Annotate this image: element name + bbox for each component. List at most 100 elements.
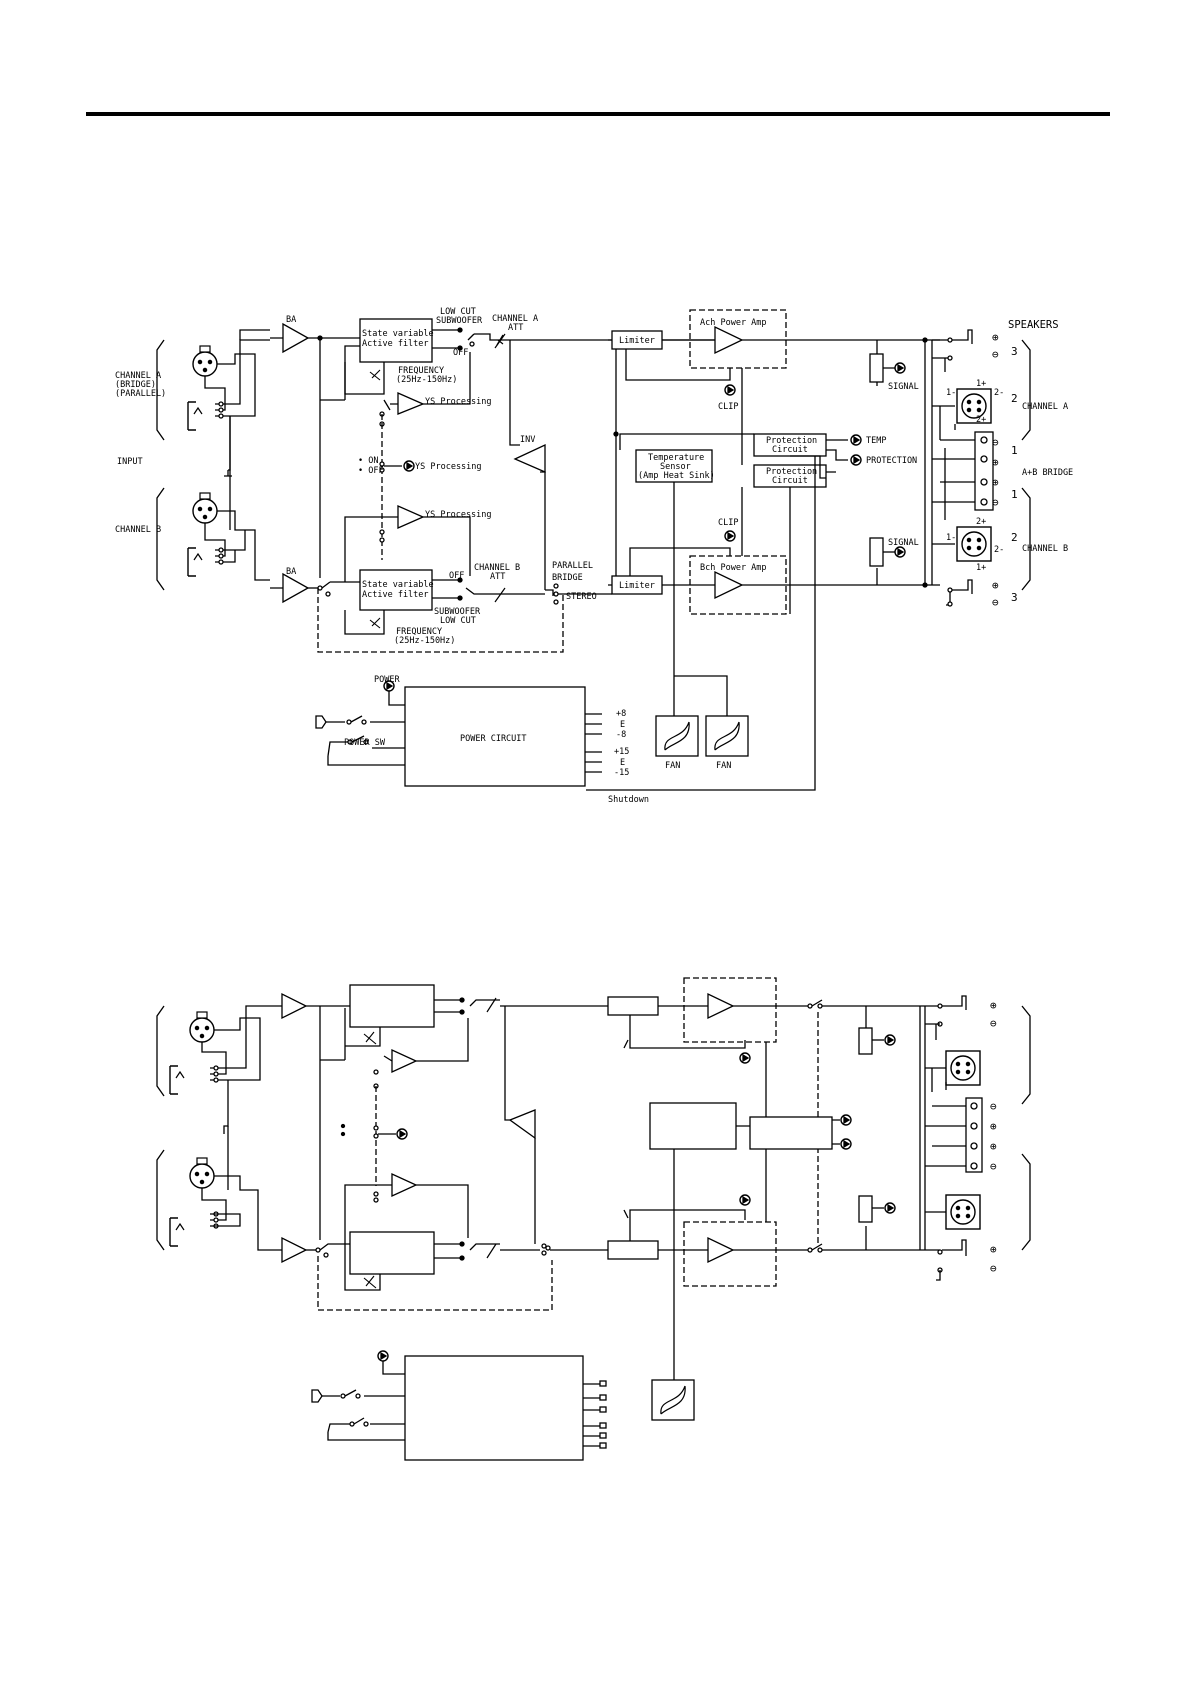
svg-text:⊕: ⊕ (992, 579, 999, 592)
svg-text:FAN: FAN (665, 761, 680, 771)
svg-text:1: 1 (1011, 444, 1018, 457)
svg-text:BRIDGE: BRIDGE (552, 573, 583, 583)
svg-text:ATT: ATT (490, 572, 505, 582)
svg-text:CHANNEL B: CHANNEL B (474, 563, 520, 573)
svg-text:-15: -15 (614, 768, 629, 778)
svg-text:E: E (620, 720, 625, 730)
svg-text:1-: 1- (946, 388, 956, 398)
svg-text:1+: 1+ (976, 563, 986, 573)
diagram-1 (156, 309, 1031, 791)
svg-text:TEMP: TEMP (866, 436, 886, 446)
svg-text:• ON: • ON (358, 456, 378, 466)
svg-text:Ach Power Amp: Ach Power Amp (700, 318, 767, 328)
svg-text:2-: 2- (994, 388, 1004, 398)
svg-text:State variable: State variable (362, 329, 434, 339)
svg-text:⊖: ⊖ (992, 596, 999, 609)
svg-text:POWER SW: POWER SW (344, 738, 386, 748)
svg-text:Active filter: Active filter (362, 339, 429, 349)
svg-text:A+B BRIDGE: A+B BRIDGE (1022, 468, 1073, 478)
diagram-1-labels: CHANNEL A (BRIDGE) (PARALLEL) INPUT CHAN… (115, 307, 1073, 805)
svg-text:CHANNEL A: CHANNEL A (115, 371, 161, 381)
svg-text:SUBWOOFER: SUBWOOFER (436, 316, 483, 326)
svg-text:2: 2 (1011, 531, 1018, 544)
svg-text:(PARALLEL): (PARALLEL) (115, 389, 166, 399)
svg-text:STEREO: STEREO (566, 592, 597, 602)
svg-text:LOW CUT: LOW CUT (440, 616, 476, 626)
svg-text:⊕: ⊕ (990, 1140, 997, 1153)
svg-text:Limiter: Limiter (619, 336, 655, 346)
svg-text:(25Hz-150Hz): (25Hz-150Hz) (394, 636, 455, 646)
svg-text:⊖: ⊖ (990, 1160, 997, 1173)
svg-text:Protection: Protection (766, 436, 817, 446)
svg-text:Circuit: Circuit (772, 476, 808, 486)
svg-text:State variable: State variable (362, 580, 434, 590)
svg-text:⊕: ⊕ (992, 331, 999, 344)
svg-text:Circuit: Circuit (772, 445, 808, 455)
svg-text:1: 1 (1011, 488, 1018, 501)
svg-text:⊕: ⊕ (992, 456, 999, 469)
svg-text:(Amp Heat Sink): (Amp Heat Sink) (638, 471, 715, 481)
svg-text:Bch Power Amp: Bch Power Amp (700, 563, 767, 573)
svg-text:Active filter: Active filter (362, 590, 429, 600)
svg-text:FAN: FAN (716, 761, 731, 771)
svg-text:⊕: ⊕ (990, 999, 997, 1012)
svg-text:-8: -8 (616, 730, 626, 740)
svg-text:Sensor: Sensor (660, 462, 691, 472)
svg-text:PROTECTION: PROTECTION (866, 456, 917, 466)
svg-text:• OFF: • OFF (358, 466, 384, 476)
svg-text:BA: BA (286, 567, 296, 577)
svg-text:INPUT: INPUT (117, 457, 143, 467)
svg-text:OFF: OFF (449, 571, 464, 581)
svg-text:⊖: ⊖ (990, 1262, 997, 1275)
svg-text:3: 3 (1011, 345, 1018, 358)
svg-text:⊖: ⊖ (992, 436, 999, 449)
svg-text:⊖: ⊖ (992, 496, 999, 509)
svg-text:2-: 2- (994, 545, 1004, 555)
svg-text:PARALLEL: PARALLEL (552, 561, 593, 571)
svg-text:⊖: ⊖ (990, 1017, 997, 1030)
svg-text:CLIP: CLIP (718, 402, 738, 412)
svg-text:CHANNEL B: CHANNEL B (1022, 544, 1068, 554)
svg-text:SPEAKERS: SPEAKERS (1008, 319, 1059, 331)
svg-text:1+: 1+ (976, 379, 986, 389)
svg-text:3: 3 (1011, 591, 1018, 604)
svg-text:CHANNEL B: CHANNEL B (115, 525, 161, 535)
diagram-2 (156, 977, 1031, 1461)
svg-text:YS Processing: YS Processing (425, 397, 492, 407)
svg-text:E: E (620, 758, 625, 768)
svg-text:INV: INV (520, 435, 535, 445)
svg-text:YS Processing: YS Processing (415, 462, 482, 472)
svg-text:SIGNAL: SIGNAL (888, 538, 919, 548)
svg-text:POWER: POWER (374, 675, 400, 685)
svg-text:Limiter: Limiter (619, 581, 655, 591)
svg-text:2: 2 (1011, 392, 1018, 405)
svg-text:⊖: ⊖ (990, 1100, 997, 1113)
svg-text:FREQUENCY: FREQUENCY (398, 366, 444, 376)
svg-text:2+: 2+ (976, 517, 986, 527)
svg-text:Temperature: Temperature (648, 453, 704, 463)
svg-text:POWER CIRCUIT: POWER CIRCUIT (460, 734, 527, 744)
svg-text:1-: 1- (946, 533, 956, 543)
svg-text:+8: +8 (616, 709, 626, 719)
svg-text:⊕: ⊕ (992, 476, 999, 489)
svg-text:BA: BA (286, 315, 296, 325)
svg-text:CHANNEL A: CHANNEL A (1022, 402, 1068, 412)
svg-text:OFF: OFF (453, 348, 468, 358)
svg-text:SUBWOOFER: SUBWOOFER (434, 607, 481, 617)
svg-text:FREQUENCY: FREQUENCY (396, 627, 442, 637)
svg-text:2+: 2+ (976, 415, 986, 425)
svg-text:(25Hz-150Hz): (25Hz-150Hz) (396, 375, 457, 385)
diagram-2-marks: ⊕ ⊖ ⊖ ⊕ ⊕ ⊖ ⊕ ⊖ (990, 999, 997, 1275)
svg-text:YS Processing: YS Processing (425, 510, 492, 520)
svg-text:CHANNEL A: CHANNEL A (492, 314, 538, 324)
header-rule (86, 112, 1110, 116)
svg-text:SIGNAL: SIGNAL (888, 382, 919, 392)
svg-text:⊖: ⊖ (992, 348, 999, 361)
svg-text:Shutdown: Shutdown (608, 795, 649, 805)
svg-text:⊕: ⊕ (990, 1120, 997, 1133)
svg-text:(BRIDGE): (BRIDGE) (115, 380, 156, 390)
svg-text:Protection: Protection (766, 467, 817, 477)
svg-text:CLIP: CLIP (718, 518, 738, 528)
svg-text:ATT: ATT (508, 323, 523, 333)
